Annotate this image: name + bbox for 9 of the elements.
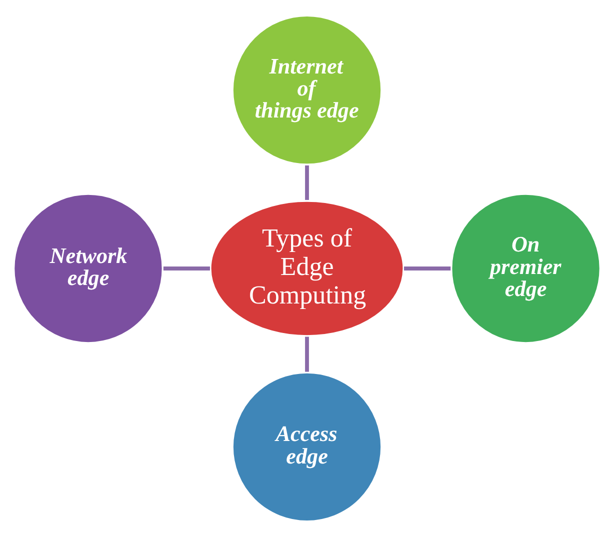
- node-ellipse: Types of Edge Computing: [208, 199, 406, 338]
- node-circle: Network edge: [12, 192, 164, 345]
- connector: [163, 266, 210, 270]
- node-circle: Internet of things edge: [230, 14, 384, 166]
- connector: [305, 165, 309, 200]
- node-circle: Access edge: [230, 370, 384, 524]
- connector: [305, 336, 309, 372]
- node-circle: On premier edge: [450, 192, 602, 345]
- connector: [404, 266, 451, 270]
